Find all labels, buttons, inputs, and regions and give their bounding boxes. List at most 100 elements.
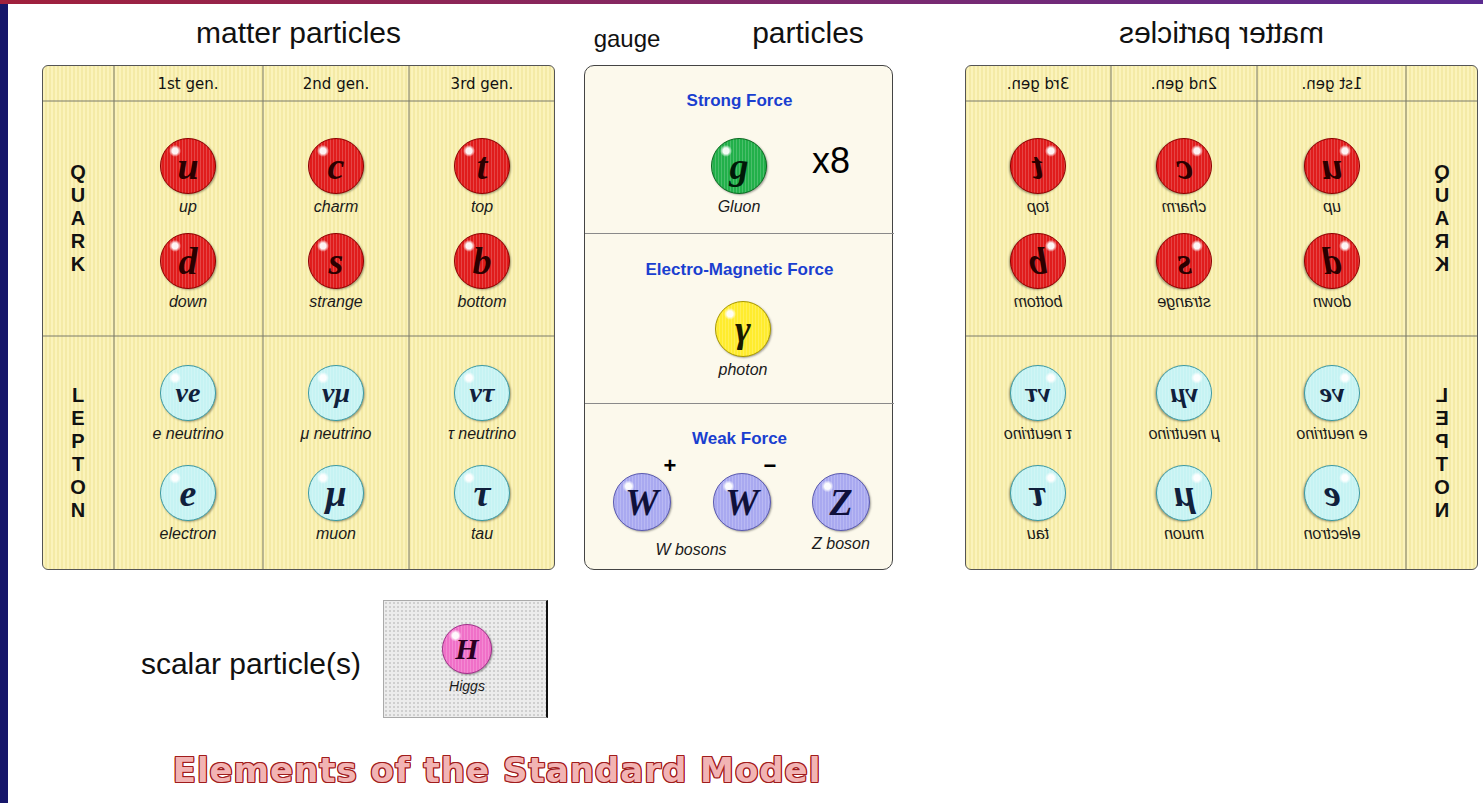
row-label: QUARK: [68, 161, 88, 276]
particle-name: charm: [1162, 198, 1206, 216]
force-section: Electro-Magnetic Forceγphoton: [585, 233, 894, 403]
grid-line: [1257, 66, 1258, 569]
particle-symbol: τ: [1011, 466, 1065, 520]
boson-name: W bosons: [655, 541, 726, 559]
particle-name: up: [179, 198, 197, 216]
grid-line: [1406, 66, 1407, 569]
particle-symbol: t: [455, 139, 509, 193]
particle-table: matter particlesttopccharmuupbbottomsstr…: [965, 65, 1478, 570]
particle-symbol: μ: [309, 466, 363, 520]
particle-name: down: [169, 293, 207, 311]
particle-circle: eelectron: [160, 465, 216, 521]
particle-name: μ neutrino: [300, 425, 371, 443]
particle-circle: μmuon: [308, 465, 364, 521]
particle-symbol: c: [309, 139, 363, 193]
particle-circle: νμμ neutrino: [308, 365, 364, 421]
particle-name: photon: [719, 361, 768, 379]
scalar-heading: scalar particle(s): [141, 647, 361, 681]
particle-name: top: [471, 198, 493, 216]
particle-circle: ddown: [1304, 233, 1360, 289]
particle-name: electron: [1304, 525, 1361, 543]
particle-circle: ttop: [454, 138, 510, 194]
grid-line: [409, 66, 410, 569]
gauge-box: gaugeparticlesStrong ForcegGluonx8Electr…: [584, 65, 893, 570]
particle-name: Gluon: [718, 198, 761, 216]
charge-sign: −: [764, 453, 777, 479]
particle-circle: νee neutrino: [1304, 365, 1360, 421]
particle-name: strange: [309, 293, 362, 311]
caption-title: Elements of the Standard Model: [173, 750, 822, 790]
charge-sign: +: [664, 453, 677, 479]
particle-symbol: d: [1305, 234, 1359, 288]
particle-symbol: g: [712, 139, 766, 193]
grid-line: [43, 101, 554, 102]
particle-circle: τtau: [1010, 465, 1066, 521]
scalar-box: scalar particle(s)HHiggs: [383, 600, 548, 718]
particle-name: μ neutrino: [1148, 425, 1219, 443]
group-heading: gauge: [594, 25, 661, 53]
grid-line: [1111, 66, 1112, 569]
particle-symbol: γ: [716, 302, 770, 356]
particle-symbol: ντ: [1011, 366, 1065, 420]
grid-line: [966, 336, 1477, 337]
particle-symbol: u: [1305, 139, 1359, 193]
particle-symbol: νμ: [309, 366, 363, 420]
particle-circle: ddown: [160, 233, 216, 289]
particle-name: down: [1313, 293, 1351, 311]
particle-symbol: W: [614, 474, 670, 530]
particle-name: tau: [1027, 525, 1049, 543]
particle-circle: νττ neutrino: [1010, 365, 1066, 421]
particle-circle: ZZ boson: [812, 473, 870, 531]
particle-symbol: ντ: [455, 366, 509, 420]
particle-circle: νee neutrino: [160, 365, 216, 421]
particle-symbol: H: [443, 625, 491, 673]
particle-symbol: s: [1157, 234, 1211, 288]
particle-symbol: μ: [1157, 466, 1211, 520]
particle-symbol: νe: [1305, 366, 1359, 420]
particle-circle: W+: [613, 473, 671, 531]
particle-symbol: e: [1305, 466, 1359, 520]
particle-symbol: Z: [813, 474, 869, 530]
particle-symbol: νμ: [1157, 366, 1211, 420]
side-bar: [0, 0, 8, 803]
force-section: Strong ForcegGluonx8: [585, 66, 894, 233]
particle-name: τ neutrino: [1004, 425, 1072, 443]
particle-symbol: b: [455, 234, 509, 288]
particle-name: Z boson: [812, 535, 870, 553]
table-heading: matter particles: [966, 16, 1477, 50]
particle-circle: ttop: [1010, 138, 1066, 194]
particle-symbol: c: [1157, 139, 1211, 193]
particle-circle: τtau: [454, 465, 510, 521]
particle-circle: W−: [713, 473, 771, 531]
particle-symbol: W: [714, 474, 770, 530]
grid-line: [114, 66, 115, 569]
particle-name: up: [1323, 198, 1341, 216]
generation-header: 2nd gen.: [303, 75, 369, 93]
particle-symbol: τ: [455, 466, 509, 520]
particle-circle: gGluon: [711, 138, 767, 194]
particle-circle: γphoton: [715, 301, 771, 357]
particle-symbol: d: [161, 234, 215, 288]
grid-line: [966, 101, 1477, 102]
particle-symbol: b: [1011, 234, 1065, 288]
force-section: Weak ForceW+W−ZZ bosonW bosons: [585, 403, 894, 571]
row-label: LEPTON: [1432, 384, 1452, 522]
particle-circle: bbottom: [1010, 233, 1066, 289]
particle-circle: eelectron: [1304, 465, 1360, 521]
particle-name: strange: [1157, 293, 1210, 311]
force-title: Weak Force: [585, 429, 894, 449]
particle-circle: uup: [1304, 138, 1360, 194]
particle-circle: uup: [160, 138, 216, 194]
particle-name: tau: [471, 525, 493, 543]
particle-circle: ccharm: [308, 138, 364, 194]
particle-circle: bbottom: [454, 233, 510, 289]
particle-circle: sstrange: [1156, 233, 1212, 289]
particle-name: muon: [316, 525, 356, 543]
particle-name: electron: [160, 525, 217, 543]
grid-line: [43, 336, 554, 337]
particle-circle: νττ neutrino: [454, 365, 510, 421]
particle-name: muon: [1164, 525, 1204, 543]
generation-header: 1st gen.: [157, 75, 218, 93]
particle-circle: νμμ neutrino: [1156, 365, 1212, 421]
row-label: QUARK: [1432, 161, 1452, 276]
